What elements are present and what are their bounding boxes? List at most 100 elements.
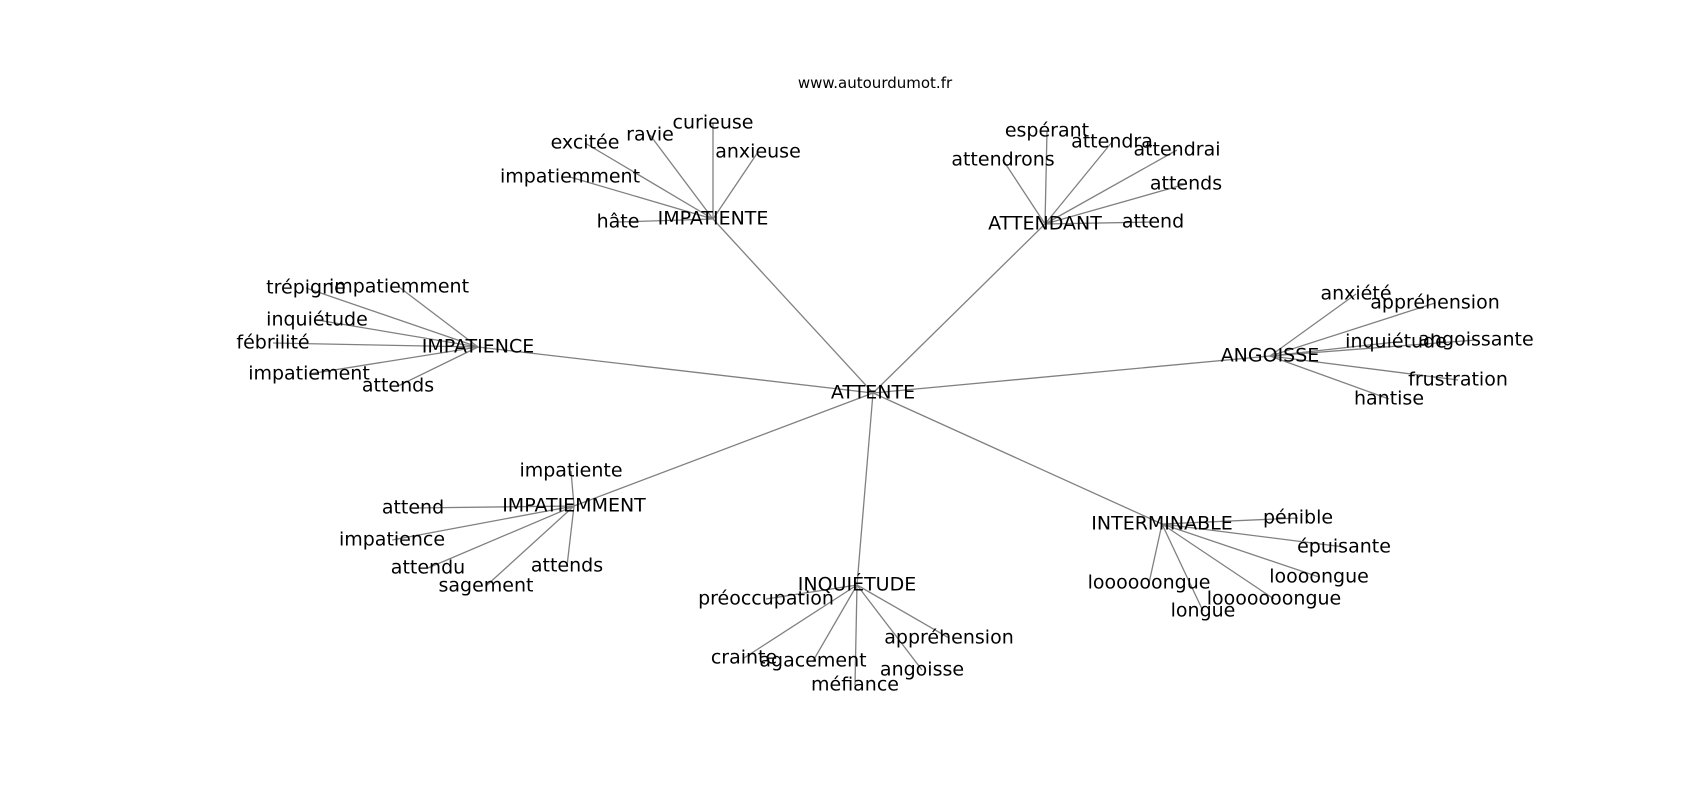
edge-root-impatience [477,346,874,394]
leaf-word-interminable-0[interactable]: pénible [1263,507,1333,529]
leaf-word-impatiente-0[interactable]: hâte [597,211,640,233]
leaf-word-inquietude-0[interactable]: préoccupation [698,588,834,610]
edge-impatiente-3 [649,134,714,220]
edge-impatience-5 [397,346,479,387]
leaf-word-impatience-3[interactable]: fébrilité [236,332,309,354]
graph-edges [272,123,1477,686]
edge-interminable-3 [1161,523,1275,600]
leaf-word-impatiemment-3[interactable]: attendu [391,557,465,579]
cluster-node-impatiente[interactable]: IMPATIENTE [658,208,769,230]
leaf-word-impatience-2[interactable]: inquiétude [266,309,368,331]
leaf-word-interminable-4[interactable]: longue [1171,600,1236,622]
cluster-node-interminable[interactable]: INTERMINABLE [1091,513,1232,535]
edge-angoisse-0 [1269,293,1357,357]
edge-impatience-0 [305,287,479,348]
leaf-word-attendant-3[interactable]: attendrai [1133,139,1220,161]
edge-angoisse-2 [1269,341,1397,357]
leaf-word-impatience-4[interactable]: impatiement [248,363,370,385]
edge-impatiemment-5 [566,505,575,567]
leaf-word-angoisse-1[interactable]: appréhension [1370,292,1499,314]
edge-impatiemment-4 [485,505,575,587]
leaf-word-attendant-2[interactable]: attendra [1071,131,1153,153]
source-site-label: www.autourdumot.fr [798,74,953,92]
cluster-node-inquietude[interactable]: INQUIÉTUDE [798,573,916,596]
leaf-word-angoisse-2[interactable]: inquiétude [1345,331,1447,353]
leaf-word-interminable-2[interactable]: loooongue [1269,566,1369,588]
leaf-word-impatiente-3[interactable]: ravie [626,124,674,146]
edge-impatiemment-1 [412,505,575,509]
leaf-word-inquietude-1[interactable]: crainte [711,647,777,669]
edge-attendant-0 [1002,159,1046,225]
edge-inquietude-3 [854,584,858,686]
leaf-word-interminable-1[interactable]: épuisante [1297,536,1391,558]
edge-impatience-1 [398,286,479,348]
edge-impatiente-1 [569,176,714,220]
leaf-word-inquietude-3[interactable]: méfiance [811,674,899,696]
edge-root-impatiemment [573,392,874,507]
edge-attendant-3 [1044,149,1178,225]
leaf-word-impatiente-4[interactable]: curieuse [673,112,754,134]
edge-interminable-2 [1161,523,1320,578]
leaf-word-impatience-5[interactable]: attends [362,375,434,397]
edge-interminable-1 [1161,523,1345,548]
leaf-word-impatiente-2[interactable]: excitée [551,132,620,154]
leaf-word-impatiemment-4[interactable]: sagement [439,575,534,597]
edge-attendant-4 [1044,183,1187,225]
leaf-word-interminable-3[interactable]: looooooongue [1207,588,1341,610]
edge-impatience-2 [316,319,479,348]
edge-root-impatiente [712,218,874,394]
edge-impatiemment-3 [427,505,575,569]
edge-inquietude-1 [743,584,858,659]
edge-attendant-5 [1044,221,1154,225]
edge-root-attendant [872,223,1046,394]
leaf-word-impatiente-1[interactable]: impatiemment [500,166,640,188]
leaf-word-impatiemment-1[interactable]: attend [382,497,444,519]
edge-impatience-4 [308,346,479,375]
edge-inquietude-0 [765,584,858,600]
leaf-word-impatiente-5[interactable]: anxieuse [715,141,801,163]
edge-impatience-3 [272,342,479,348]
edge-attendant-2 [1044,141,1113,225]
cluster-node-impatience[interactable]: IMPATIENCE [422,336,534,358]
edge-angoisse-3 [1269,339,1477,357]
leaf-word-angoisse-0[interactable]: anxiété [1320,283,1391,305]
leaf-word-impatiemment-2[interactable]: impatience [339,529,445,551]
cluster-node-angoisse[interactable]: ANGOISSE [1221,345,1320,367]
cluster-node-attendant[interactable]: ATTENDANT [988,213,1102,235]
leaf-word-inquietude-5[interactable]: appréhension [884,627,1013,649]
edge-inquietude-2 [812,584,858,662]
leaf-word-impatiemment-5[interactable]: attends [531,555,603,577]
leaf-word-attendant-4[interactable]: attends [1150,173,1222,195]
leaf-word-attendant-5[interactable]: attend [1122,211,1184,233]
edge-angoisse-1 [1269,302,1436,357]
cluster-node-impatiemment[interactable]: IMPATIEMMENT [502,495,646,517]
leaf-word-attendant-1[interactable]: espérant [1005,120,1089,142]
edge-root-angoisse [872,355,1271,394]
root-node-label[interactable]: ATTENTE [831,382,915,404]
edge-impatiente-0 [617,218,714,223]
edge-inquietude-5 [856,584,950,639]
edge-angoisse-5 [1269,355,1390,400]
edge-angoisse-4 [1269,355,1459,381]
edge-root-interminable [872,392,1163,525]
leaf-word-attendant-0[interactable]: attendrons [951,149,1054,171]
leaf-word-angoisse-4[interactable]: frustration [1408,369,1508,391]
edge-impatiemment-2 [391,505,575,541]
leaf-word-angoisse-3[interactable]: angoissante [1418,329,1533,351]
edge-attendant-1 [1044,130,1048,225]
leaf-word-inquietude-2[interactable]: agacement [759,650,866,672]
leaf-word-angoisse-5[interactable]: hantise [1354,388,1424,410]
leaf-word-impatience-0[interactable]: trépigne [266,277,346,299]
edge-impatiemment-0 [570,470,575,507]
leaf-word-inquietude-4[interactable]: angoisse [880,659,964,681]
graph-labels: ATTENTE hâte impatiemment excitée raviecurie… [236,112,1533,696]
leaf-word-interminable-5[interactable]: loooooongue [1088,572,1211,594]
leaf-word-impatiemment-0[interactable]: impatiente [519,460,622,482]
edge-interminable-4 [1161,523,1204,612]
edge-interminable-0 [1161,517,1299,525]
leaf-word-impatience-1[interactable]: impatiemment [329,276,469,298]
edge-root-inquietude [856,392,874,586]
edge-inquietude-4 [856,584,923,671]
edge-impatiente-2 [584,142,714,220]
